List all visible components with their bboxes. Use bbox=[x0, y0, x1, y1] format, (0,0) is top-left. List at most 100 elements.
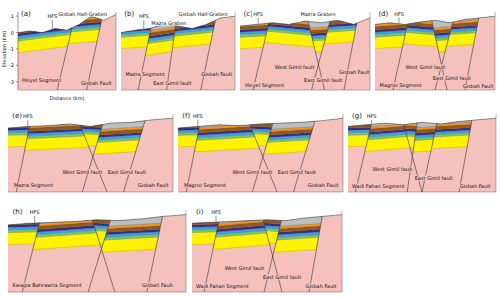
stratum bbox=[307, 19, 365, 26]
tick-label: 1 bbox=[10, 14, 15, 19]
stratum bbox=[77, 118, 153, 131]
axis-line bbox=[18, 12, 19, 90]
stratum bbox=[181, 122, 282, 130]
fault-line bbox=[87, 8, 105, 90]
fault-label: Gisbah Fault bbox=[80, 81, 113, 86]
axis-line bbox=[342, 210, 343, 292]
stratum bbox=[454, 103, 500, 114]
stratum bbox=[142, 193, 191, 196]
fault-line bbox=[74, 110, 107, 192]
stratum bbox=[417, 121, 479, 127]
axis-title: Elevation (km) bbox=[2, 30, 7, 68]
fault-label: West Gimil fault bbox=[274, 65, 316, 70]
stratum bbox=[119, 92, 179, 95]
fault-line bbox=[393, 8, 411, 90]
basement bbox=[8, 206, 186, 292]
fault-line bbox=[309, 206, 324, 292]
stratum bbox=[339, 0, 375, 1]
axis-line bbox=[8, 192, 173, 193]
fault-line bbox=[88, 206, 115, 292]
stratum bbox=[142, 198, 191, 210]
section-panel bbox=[370, 0, 500, 90]
fault-label: Gisbah Fault bbox=[462, 83, 495, 88]
stratum bbox=[119, 103, 179, 114]
axis-line bbox=[496, 114, 497, 192]
panel-letter: (g) bbox=[351, 112, 363, 119]
basement bbox=[8, 110, 173, 192]
axis-line bbox=[192, 292, 342, 293]
fault-line bbox=[252, 110, 277, 192]
fault-line bbox=[186, 110, 203, 192]
fault-line bbox=[459, 110, 474, 192]
axis-line bbox=[375, 90, 495, 91]
stratum bbox=[83, 214, 170, 228]
marker-label: HFS bbox=[46, 14, 58, 19]
stratum bbox=[52, 7, 109, 20]
stratum bbox=[3, 218, 49, 222]
fault-label: West Gimil fault bbox=[372, 167, 414, 172]
fault-label: Gisbah Fault bbox=[200, 71, 233, 76]
fault-line bbox=[22, 206, 43, 292]
marker-label: HFS bbox=[366, 113, 378, 118]
fault-label: West Gimil fault bbox=[61, 169, 103, 174]
section-panel bbox=[343, 81, 500, 192]
axis-line bbox=[18, 90, 116, 91]
stratum bbox=[119, 95, 179, 97]
tick-label: 0 bbox=[10, 30, 15, 35]
stratum bbox=[119, 98, 179, 100]
stratum bbox=[142, 191, 191, 194]
stratum bbox=[454, 81, 500, 89]
panel-letter: (f) bbox=[181, 112, 191, 119]
stratum bbox=[259, 214, 329, 227]
marker-tick bbox=[143, 20, 144, 28]
stratum bbox=[454, 98, 500, 100]
section-panel bbox=[173, 81, 348, 192]
basement bbox=[240, 8, 370, 90]
stratum bbox=[289, 95, 349, 97]
stratum bbox=[289, 92, 349, 95]
stratum bbox=[460, 1, 500, 12]
stratum bbox=[454, 92, 500, 95]
tick-label: -2 bbox=[8, 63, 15, 68]
section-panel bbox=[13, 0, 121, 90]
stratum bbox=[17, 209, 120, 225]
structure-label: Mazra Graben bbox=[150, 20, 187, 25]
marker-tick bbox=[34, 216, 35, 223]
stratum bbox=[289, 103, 349, 114]
fault-line bbox=[204, 206, 222, 292]
stratum bbox=[343, 113, 380, 122]
stratum bbox=[69, 112, 112, 123]
stratum bbox=[142, 196, 191, 199]
marker-label: HFS bbox=[192, 113, 204, 118]
marker-label: HFS bbox=[29, 210, 41, 215]
stratum bbox=[173, 121, 208, 124]
panel-letter: (i) bbox=[195, 209, 204, 216]
structure-label: Mazra Graben bbox=[299, 11, 336, 16]
fault-line bbox=[253, 8, 273, 90]
panel-letter: (h) bbox=[12, 209, 24, 216]
stratum bbox=[454, 95, 500, 97]
topography bbox=[8, 215, 186, 225]
structure-label: Gisbah Half-Graben bbox=[178, 11, 229, 16]
fault-label: East Gimil fault bbox=[414, 176, 454, 181]
segment-label: Kwaipa Bahrawira Segment bbox=[12, 283, 83, 288]
stratum bbox=[196, 0, 240, 1]
fault-label: Gisbah Fault bbox=[459, 184, 492, 189]
stratum bbox=[289, 98, 349, 100]
fault-label: Gisbah Fault bbox=[305, 283, 338, 288]
tick-label: -1 bbox=[8, 47, 15, 52]
axis-title: Distance (km) bbox=[48, 96, 85, 101]
axis-line bbox=[343, 114, 344, 192]
stratum bbox=[460, 0, 500, 1]
marker-tick bbox=[197, 120, 198, 126]
stratum bbox=[430, 32, 486, 47]
axis-line bbox=[235, 12, 236, 90]
section-panel bbox=[3, 176, 191, 292]
stratum bbox=[307, 30, 365, 45]
stratum bbox=[239, 112, 282, 122]
stratum bbox=[388, 10, 452, 23]
segment-label: Mazra Segment bbox=[13, 183, 54, 188]
stratum bbox=[82, 0, 121, 1]
